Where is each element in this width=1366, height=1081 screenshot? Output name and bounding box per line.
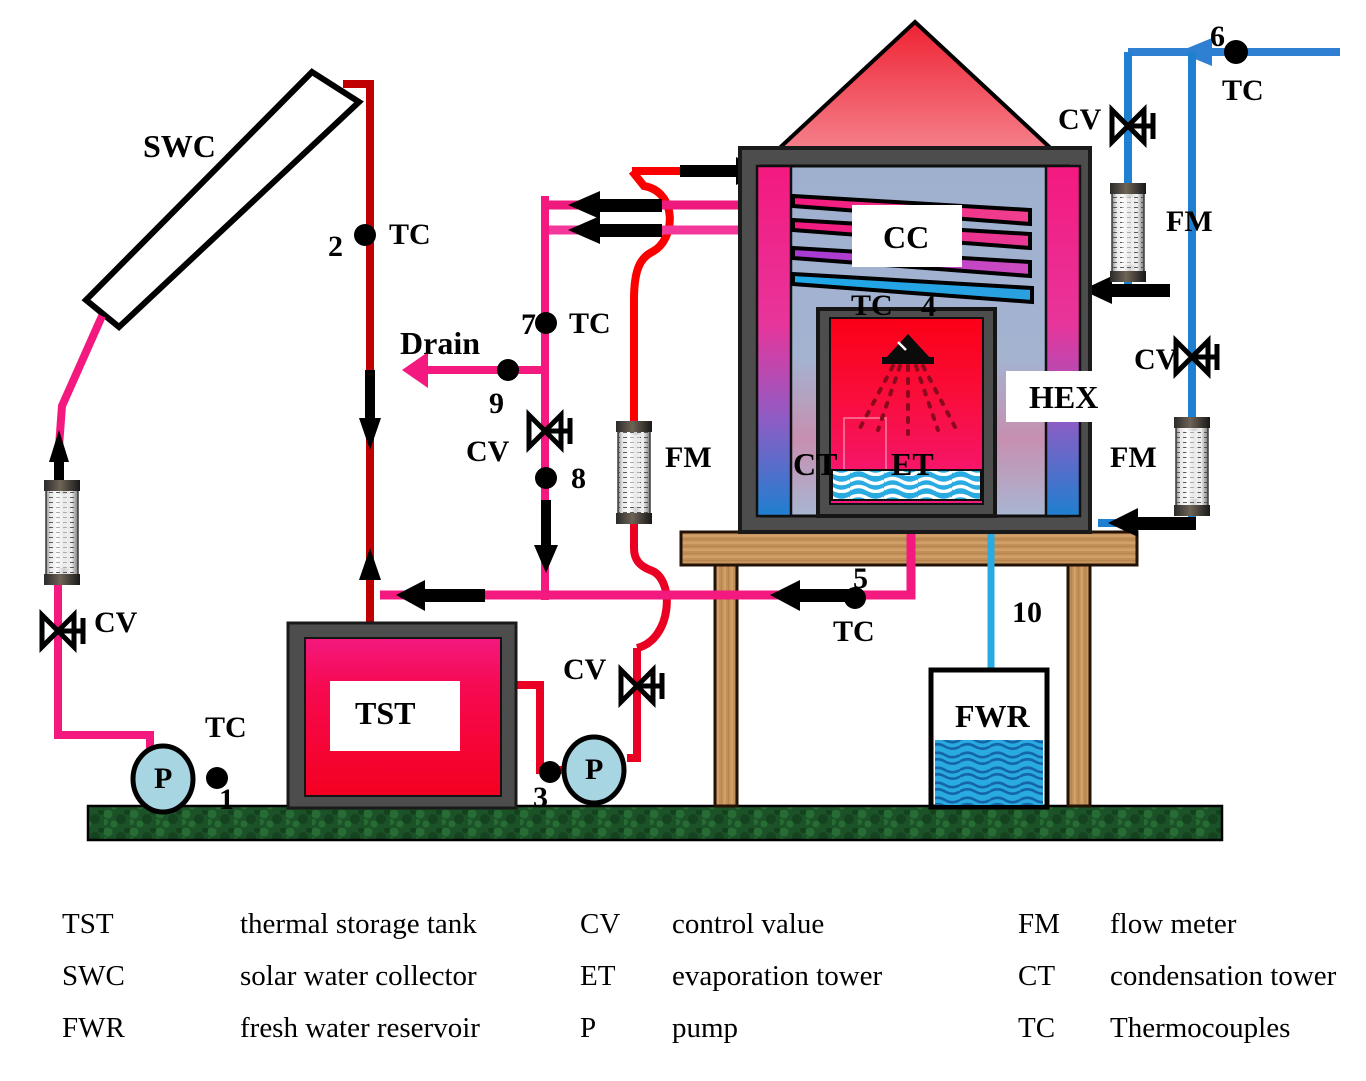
legend-abbr-p: P bbox=[580, 1012, 597, 1044]
label-tst: TST bbox=[355, 695, 416, 731]
legend-desc-fwr: fresh water reservoir bbox=[240, 1012, 480, 1044]
label-hex: HEX bbox=[1029, 379, 1099, 415]
station-number-2: 2 bbox=[328, 230, 343, 263]
tc-label-1: TC bbox=[205, 711, 247, 744]
label-et: ET bbox=[891, 446, 934, 482]
flow-meter-swc bbox=[44, 480, 80, 585]
legend-abbr-cv: CV bbox=[580, 908, 621, 940]
label-plate-hex bbox=[1006, 371, 1118, 422]
legend-row: FWR fresh water reservoir P pump TC Ther… bbox=[0, 1012, 1366, 1064]
legend-desc-tc: Thermocouples bbox=[1110, 1012, 1291, 1044]
tc-label-4: TC bbox=[851, 289, 893, 322]
tc-label-6: TC bbox=[1222, 74, 1264, 107]
pipe-swc-outlet bbox=[343, 80, 381, 625]
station-number-7: 7 bbox=[521, 308, 536, 341]
label-plate-tst bbox=[330, 681, 460, 751]
legend-abbr-tc: TC bbox=[1018, 1012, 1056, 1044]
solar-water-collector bbox=[81, 68, 364, 331]
legend-desc-et: evaporation tower bbox=[672, 960, 883, 992]
legend-desc-p: pump bbox=[672, 1012, 739, 1044]
station-number-1: 1 bbox=[219, 783, 234, 816]
fresh-water-reservoir bbox=[928, 667, 1050, 810]
cv-label-cooling-upper: CV bbox=[1058, 103, 1102, 136]
station-number-8: 8 bbox=[571, 462, 586, 495]
pump-1-label: P bbox=[154, 762, 173, 795]
control-valve-cooling-upper[interactable] bbox=[1109, 103, 1156, 149]
cv-label-swc: CV bbox=[94, 606, 138, 639]
station-number-3: 3 bbox=[533, 781, 548, 814]
legend-desc-fm: flow meter bbox=[1110, 908, 1237, 940]
pipe-condensate-riser bbox=[402, 196, 558, 600]
fm-label-cooling-lower: FM bbox=[1110, 441, 1157, 474]
evaporation-tower bbox=[816, 307, 997, 518]
legend-row: SWC solar water collector ET evaporation… bbox=[0, 960, 1366, 1012]
ground-strip bbox=[86, 804, 1224, 842]
cv-label-tst: CV bbox=[563, 653, 607, 686]
pump-1 bbox=[130, 743, 196, 815]
control-valve-drain[interactable] bbox=[526, 408, 573, 454]
legend-desc-cv: control value bbox=[672, 908, 825, 940]
tc-label-2: TC bbox=[389, 218, 431, 251]
process-flow-diagram bbox=[39, 19, 1340, 842]
control-valve-swc[interactable] bbox=[39, 608, 86, 654]
station-number-4: 4 bbox=[921, 290, 936, 323]
control-valve-cooling-lower[interactable] bbox=[1173, 334, 1220, 380]
label-swc: SWC bbox=[143, 128, 216, 164]
tc-label-7: TC bbox=[569, 307, 611, 340]
pipe-brine-return bbox=[380, 516, 916, 611]
legend-row: TST thermal storage tank CV control valu… bbox=[0, 908, 1366, 960]
legend: TST thermal storage tank CV control valu… bbox=[0, 890, 1366, 1081]
station-number-6: 6 bbox=[1210, 20, 1225, 53]
fm-label-et: FM bbox=[665, 441, 712, 474]
legend-abbr-tst: TST bbox=[62, 908, 114, 940]
legend-desc-swc: solar water collector bbox=[240, 960, 477, 992]
station-number-9: 9 bbox=[489, 387, 504, 420]
cv-label-drain: CV bbox=[466, 435, 510, 468]
pump-2 bbox=[561, 734, 627, 806]
legend-abbr-fwr: FWR bbox=[62, 1012, 125, 1044]
station-number-5: 5 bbox=[853, 562, 868, 595]
label-fwr: FWR bbox=[955, 698, 1030, 734]
legend-abbr-fm: FM bbox=[1018, 908, 1060, 940]
flow-meter-cooling-upper bbox=[1110, 183, 1146, 282]
pump-2-label: P bbox=[585, 753, 604, 786]
label-cc: CC bbox=[883, 219, 930, 255]
legend-abbr-swc: SWC bbox=[62, 960, 125, 992]
legend-abbr-et: ET bbox=[580, 960, 616, 992]
flow-meter-et bbox=[616, 421, 652, 524]
fm-label-cooling-upper: FM bbox=[1166, 205, 1213, 238]
legend-desc-tst: thermal storage tank bbox=[240, 908, 477, 940]
flow-meter-cooling-lower bbox=[1174, 417, 1210, 516]
label-plate-cc bbox=[852, 205, 962, 267]
station-number-10: 10 bbox=[1012, 596, 1042, 629]
legend-desc-ct: condensation tower bbox=[1110, 960, 1337, 992]
tc-label-5: TC bbox=[833, 615, 875, 648]
cv-label-cooling-lower: CV bbox=[1134, 343, 1178, 376]
legend-abbr-ct: CT bbox=[1018, 960, 1056, 992]
label-ct: CT bbox=[793, 446, 838, 482]
control-valve-tst[interactable] bbox=[618, 663, 665, 709]
thermocouple-dots bbox=[206, 40, 1248, 789]
label-drain: Drain bbox=[400, 325, 480, 361]
